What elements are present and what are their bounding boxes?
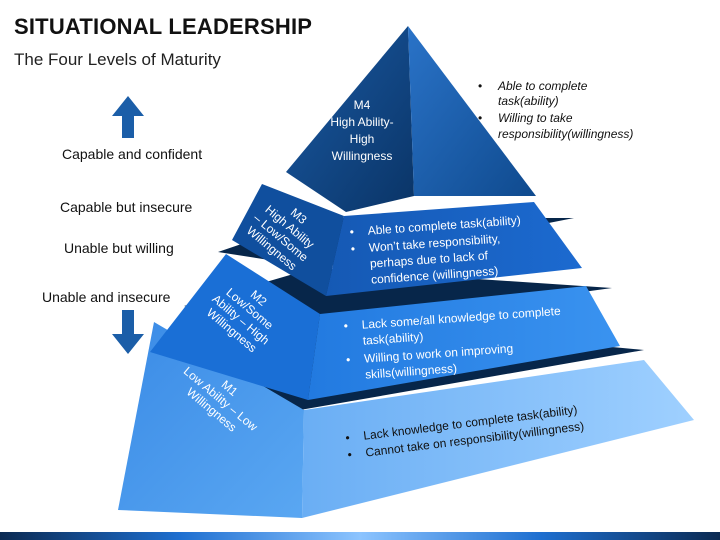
m4-line3: Willingness [332, 149, 393, 163]
footer-bar [0, 532, 720, 540]
m4-bullet-2b: responsibility(willingness) [498, 127, 633, 141]
label-unable-insecure: Unable and insecure [42, 289, 171, 305]
m4-bullet-dot-2: • [478, 111, 482, 125]
m4-bullet-1b: task(ability) [498, 94, 559, 108]
m2-bullet-dot-2: • [346, 353, 351, 367]
tier-m4-front [286, 26, 414, 212]
m4-bullet-dot-1: • [478, 79, 482, 93]
page-title: SITUATIONAL LEADERSHIP [14, 14, 313, 39]
m1-bullet-dot-2: • [347, 447, 353, 461]
tier-m2-front [150, 254, 320, 400]
tier-m3-front [232, 184, 344, 296]
page-subtitle: The Four Levels of Maturity [14, 50, 221, 69]
m4-bullet-2: Willing to take [498, 111, 573, 125]
m4-line2: High [350, 132, 375, 146]
m4-line1: High Ability- [330, 115, 393, 129]
tier-m1-front [118, 322, 304, 518]
tier-m3-side [326, 202, 582, 296]
m1-bullet-dot-1: • [345, 431, 351, 445]
label-capable-confident: Capable and confident [62, 146, 203, 162]
label-capable-insecure: Capable but insecure [60, 199, 193, 215]
m2-bullet-1b: task(ability) [362, 329, 424, 347]
m4-code: M4 [354, 98, 371, 112]
m3-bullet-dot-2: • [350, 242, 355, 256]
tier-m1-side [302, 360, 694, 518]
arrow-down-icon [112, 310, 144, 354]
tier-m2-side [308, 286, 620, 400]
arrow-up-icon [112, 96, 144, 138]
label-unable-willing: Unable but willing [64, 240, 174, 256]
tier-m4-side [408, 26, 536, 196]
m3-bullet-dot-1: • [349, 225, 354, 239]
m4-bullet-1: Able to complete [497, 79, 588, 93]
m2-bullet-dot-1: • [343, 319, 348, 333]
m2-bullet-2b: skills(willingness) [365, 361, 458, 381]
